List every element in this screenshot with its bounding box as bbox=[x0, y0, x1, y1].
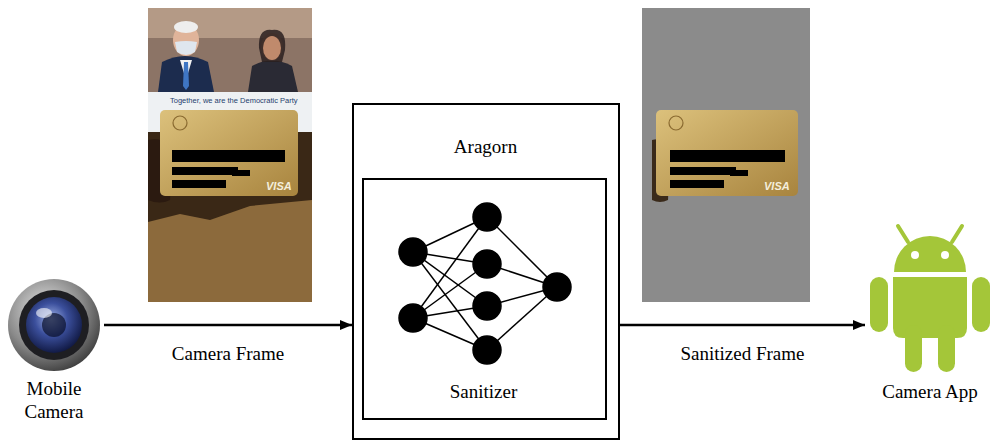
android-arm bbox=[972, 277, 990, 332]
lens-highlight bbox=[36, 308, 52, 318]
card bbox=[656, 110, 798, 196]
android-leg bbox=[905, 325, 922, 372]
android-icon bbox=[870, 226, 990, 372]
android-antenna bbox=[952, 226, 962, 242]
node-label: Sanitizer bbox=[384, 381, 584, 404]
node-label: Aragorn bbox=[386, 136, 586, 159]
android-antenna bbox=[898, 226, 908, 242]
photo-ground bbox=[148, 8, 312, 302]
camera-lens bbox=[26, 297, 82, 353]
sanitized-frame-photo bbox=[642, 8, 810, 302]
card-brand: VISA bbox=[266, 180, 292, 192]
node-label: Camera App bbox=[868, 381, 992, 404]
person-face bbox=[263, 36, 281, 60]
redaction-bar bbox=[172, 180, 226, 188]
photo-scene bbox=[148, 8, 312, 92]
person-mask bbox=[175, 41, 197, 55]
photo-wall bbox=[148, 8, 312, 38]
android-leg bbox=[938, 325, 955, 372]
redaction-bar bbox=[172, 150, 285, 162]
android-eye bbox=[911, 251, 919, 259]
person-hair bbox=[259, 30, 285, 62]
node-label: Mobile Camera bbox=[12, 378, 96, 424]
system-box: Sanitizer Aragorn bbox=[352, 103, 620, 440]
flow-arrow bbox=[620, 324, 865, 327]
redaction-bar bbox=[232, 170, 250, 176]
card-logo bbox=[669, 116, 683, 130]
android-head bbox=[894, 236, 966, 272]
redaction-bar bbox=[172, 167, 238, 175]
redaction-bar bbox=[670, 180, 724, 188]
redaction-bar bbox=[730, 170, 748, 176]
edge-label: Sanitized Frame bbox=[679, 343, 807, 366]
banner-text: Together, we are the Democratic Party bbox=[170, 97, 298, 105]
person-suit bbox=[158, 56, 214, 92]
module-box: Sanitizer bbox=[362, 178, 607, 420]
edge-label: Camera Frame bbox=[170, 343, 286, 366]
android-arm bbox=[870, 277, 888, 332]
android-body bbox=[893, 277, 967, 338]
camera-icon bbox=[8, 279, 100, 371]
camera-node: Mobile Camera bbox=[4, 278, 104, 420]
redaction-bar bbox=[670, 167, 736, 175]
person-suit bbox=[248, 61, 298, 93]
card-logo bbox=[173, 116, 187, 130]
cardboard bbox=[148, 200, 312, 302]
camera-body bbox=[8, 279, 100, 371]
person-tie bbox=[183, 62, 189, 90]
android-eye bbox=[941, 251, 949, 259]
card-brand: VISA bbox=[764, 180, 790, 192]
redaction-bar bbox=[670, 150, 785, 162]
camera-frame-photo bbox=[148, 8, 312, 302]
card bbox=[160, 110, 298, 196]
app-node: Camera App bbox=[865, 222, 995, 412]
photo-ground bbox=[642, 8, 810, 302]
camera-rim bbox=[19, 290, 89, 360]
flow-arrow bbox=[104, 324, 352, 327]
person-hair bbox=[174, 21, 198, 33]
neural-network-icon bbox=[399, 203, 571, 364]
